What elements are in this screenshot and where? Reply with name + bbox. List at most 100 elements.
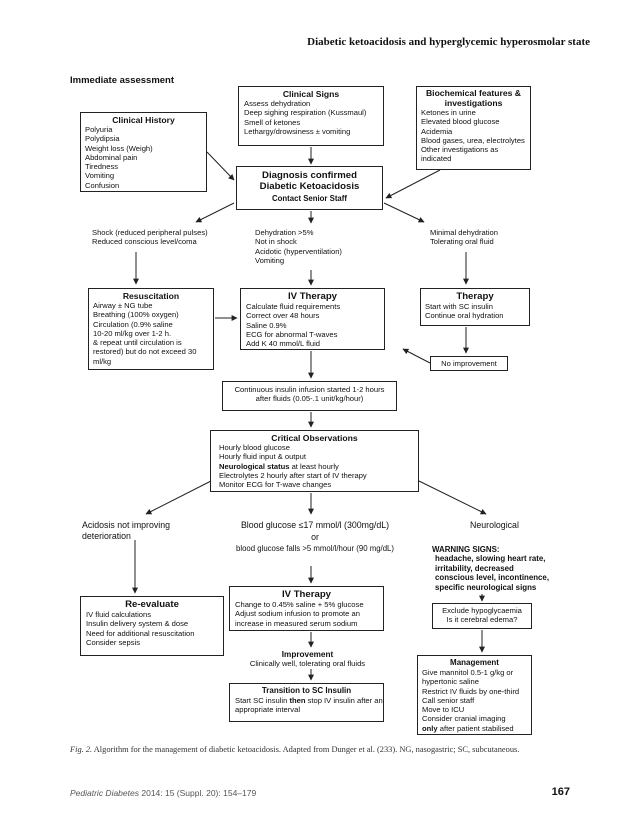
- therapy-item: Continue oral hydration: [425, 311, 504, 321]
- history-item: Polydipsia: [85, 134, 120, 144]
- history-item: Abdominal pain: [85, 152, 138, 162]
- therapy-title: Therapy: [456, 291, 494, 302]
- insulin-line: Continuous insulin infusion started 1-2 …: [234, 385, 385, 394]
- dehydration-branch: Dehydration >5% Not in shock Acidotic (h…: [255, 228, 342, 265]
- transition-line: appropriate interval: [235, 705, 301, 715]
- iv-item: Saline 0.9%: [246, 320, 287, 330]
- management-rest: after patient stabilised: [437, 723, 514, 733]
- warning-signs: WARNING SIGNS: headache, slowing heart r…: [432, 545, 549, 592]
- biochem-item: Ketones in urine: [421, 108, 476, 117]
- reevaluate-item: Consider sepsis: [86, 637, 141, 647]
- clinical-signs-title: Clinical Signs: [282, 89, 340, 99]
- diagnosis-line: Diagnosis confirmed: [262, 170, 357, 181]
- iv-item: Add K 40 mmol/L fluid: [246, 339, 321, 349]
- transition-box: Transition to SC Insulin Start SC insuli…: [229, 683, 384, 722]
- resus-item: Airway ± NG tube: [93, 301, 153, 310]
- glucose-or: or: [311, 532, 319, 542]
- minimal-branch: Minimal dehydration Tolerating oral flui…: [430, 228, 498, 247]
- branch-text: Not in shock: [255, 237, 297, 247]
- arrow: [206, 151, 235, 181]
- sign-item: Smell of ketones: [244, 117, 301, 127]
- obs-item: Electrolytes 2 hourly after start of IV …: [219, 470, 367, 480]
- improvement-line: Clinically well, tolerating oral fluids: [249, 659, 366, 669]
- iv2-item: Adjust sodium infusion to promote an: [235, 609, 360, 619]
- history-item: Weight loss (Weigh): [85, 143, 153, 153]
- history-item: Vomiting: [85, 171, 115, 181]
- journal-name: Pediatric Diabetes: [70, 788, 139, 798]
- resus-item: & repeat until circulation is: [93, 338, 182, 348]
- neurological-outcome: Neurological: [470, 520, 519, 530]
- diagnosis-box: Diagnosis confirmed Diabetic Ketoacidosi…: [236, 166, 383, 210]
- exclude-line: Exclude hypoglycaemia: [442, 606, 522, 615]
- page-number: 167: [551, 786, 570, 798]
- outcome-text: Acidosis not improving: [82, 520, 171, 530]
- clinical-history-box: Clinical History Polyuria Polydipsia Wei…: [80, 112, 207, 192]
- reevaluate-item: Need for additional resuscitation: [86, 628, 195, 638]
- iv-item: ECG for abnormal T-waves: [246, 329, 338, 339]
- warning-item: headache, slowing heart rate,: [435, 554, 546, 564]
- insulin-infusion-box: Continuous insulin infusion started 1-2 …: [222, 381, 397, 411]
- history-item: Polyuria: [85, 125, 113, 134]
- warning-item: specific neurological signs: [435, 582, 537, 592]
- resus-item: ml/kg: [93, 356, 112, 366]
- biochemical-box: Biochemical features & investigations Ke…: [416, 86, 531, 170]
- no-improvement-label: No improvement: [441, 359, 497, 368]
- resuscitation-title: Resuscitation: [122, 291, 180, 301]
- biochem-item: indicated: [421, 154, 452, 164]
- branch-text: Minimal dehydration: [430, 228, 498, 237]
- arrow: [385, 169, 441, 199]
- sign-item: Deep sighing respiration (Kussmaul): [244, 108, 367, 118]
- shock-branch: Shock (reduced peripheral pulses) Reduce…: [92, 228, 208, 247]
- reevaluate-box: Re-evaluate IV fluid calculations Insuli…: [80, 596, 224, 656]
- resus-item: restored) but do not exceed 30: [93, 347, 197, 357]
- warning-item: conscious level, incontinence,: [435, 573, 550, 583]
- caption-prefix: Fig. 2.: [70, 745, 93, 754]
- history-item: Tiredness: [85, 162, 119, 172]
- reevaluate-item: IV fluid calculations: [86, 610, 152, 619]
- branch-text: Dehydration >5%: [255, 228, 314, 237]
- glucose-alt: blood glucose falls >5 mmol/l/hour (90 m…: [236, 544, 394, 553]
- iv-therapy-box: IV Therapy Calculate fluid requirements …: [240, 288, 385, 350]
- arrow: [145, 480, 212, 515]
- insulin-line: after fluids (0.05-.1 unit/kg/hour): [255, 394, 364, 404]
- no-improvement-box: No improvement: [430, 356, 508, 371]
- biochemical-title-line: investigations: [444, 97, 503, 108]
- warning-title: WARNING SIGNS:: [432, 545, 500, 554]
- footer-citation: Pediatric Diabetes 2014: 15 (Suppl. 20):…: [70, 788, 256, 798]
- diagnosis-line: Diabetic Ketoacidosis: [259, 181, 360, 192]
- management-item: Give mannitol 0.5-1 g/kg or: [422, 668, 514, 677]
- management-item: Call senior staff: [422, 695, 475, 705]
- management-bold: only: [422, 723, 438, 733]
- section-label: Immediate assessment: [70, 75, 175, 86]
- iv-therapy-2-box: IV Therapy Change to 0.45% saline + 5% g…: [229, 586, 384, 631]
- transition-post: stop IV insulin after an: [305, 696, 383, 705]
- branch-text: Acidotic (hyperventilation): [255, 246, 342, 256]
- acidosis-outcome: Acidosis not improving deterioration: [82, 520, 170, 541]
- branch-text: Shock (reduced peripheral pulses): [92, 228, 208, 237]
- transition-line: Start SC insulin then stop IV insulin af…: [235, 696, 383, 705]
- resus-item: Breathing (100% oxygen): [93, 310, 179, 320]
- clinical-signs-box: Clinical Signs Assess dehydration Deep s…: [238, 86, 384, 146]
- glucose-outcome: Blood glucose ≤17 mmol/l (300mg/dL) or b…: [220, 520, 410, 554]
- therapy-item: Start with SC insulin: [425, 302, 493, 311]
- exclude-line: Is it cerebral edema?: [446, 615, 518, 625]
- warning-item: irritability, decreased: [435, 563, 514, 573]
- branch-text: Reduced conscious level/coma: [92, 237, 197, 247]
- resus-item: Circulation (0.9% saline: [93, 319, 173, 329]
- citation: 2014: 15 (Suppl. 20): 154–179: [141, 788, 257, 798]
- arrow: [418, 480, 487, 515]
- management-item: Move to ICU: [422, 705, 465, 715]
- obs-item: Hourly fluid input & output: [219, 452, 306, 462]
- iv-item: Correct over 48 hours: [246, 311, 320, 321]
- resus-item: 10-20 ml/kg over 1-2 h.: [93, 328, 172, 338]
- iv2-item: Change to 0.45% saline + 5% glucose: [235, 600, 364, 609]
- critical-observations-title: Critical Observations: [271, 433, 358, 443]
- management-box: Management Give mannitol 0.5-1 g/kg or h…: [417, 655, 532, 735]
- obs-bold: Neurological status: [219, 461, 290, 471]
- running-header: Diabetic ketoacidosis and hyperglycemic …: [307, 36, 590, 48]
- arrow: [402, 348, 431, 364]
- obs-item: Neurological status at least hourly: [219, 462, 410, 471]
- reevaluate-title: Re-evaluate: [125, 599, 179, 610]
- history-item: Confusion: [85, 180, 120, 190]
- exclude-box: Exclude hypoglycaemia Is it cerebral ede…: [432, 603, 532, 629]
